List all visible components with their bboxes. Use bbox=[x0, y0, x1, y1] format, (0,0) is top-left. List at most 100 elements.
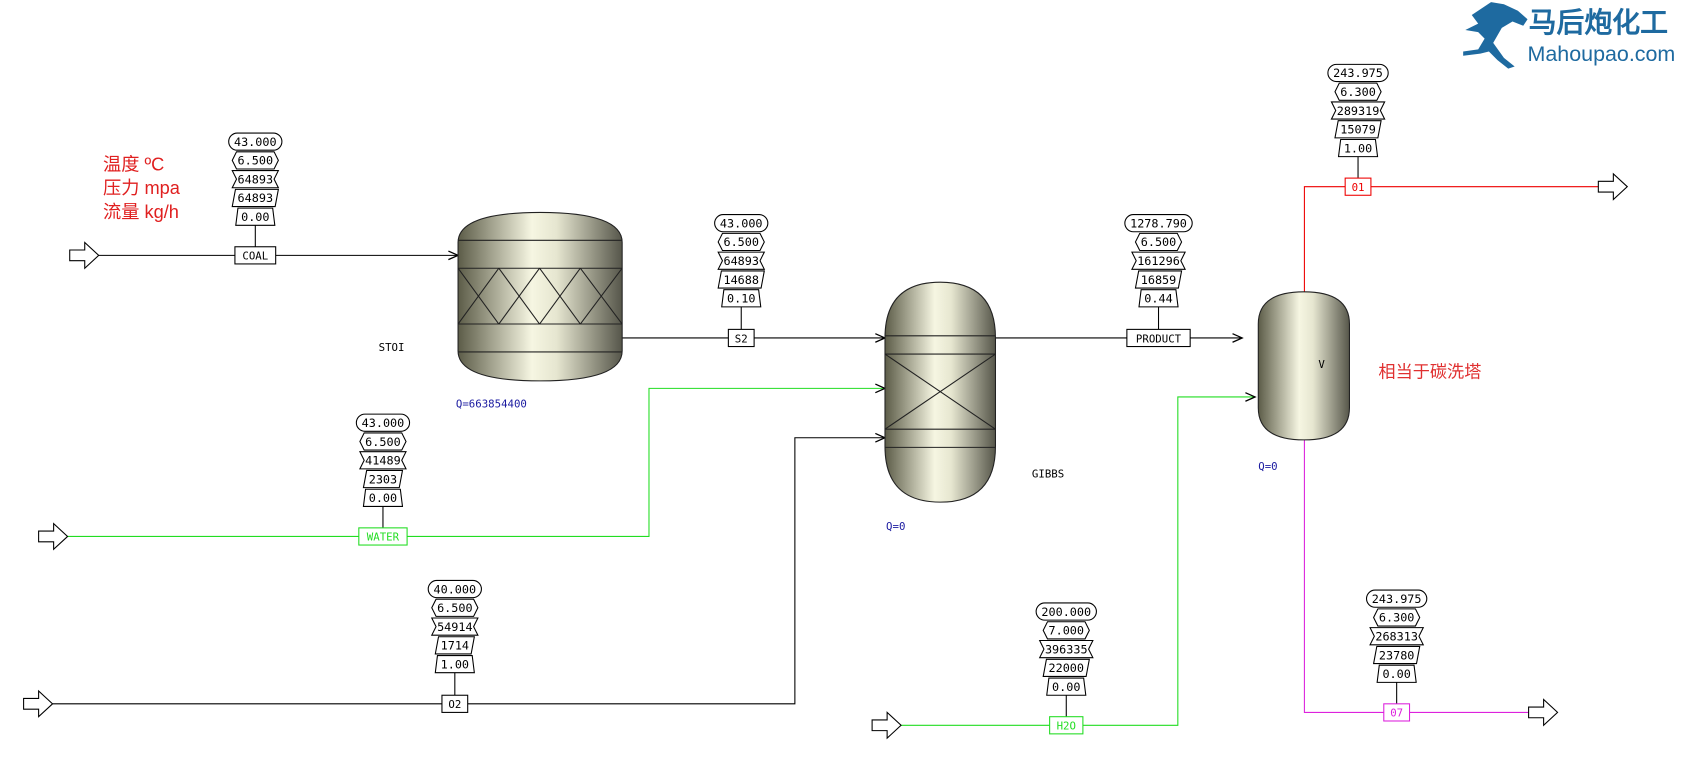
stream-label-box[interactable] bbox=[1383, 703, 1411, 722]
product-arrow-icon[interactable] bbox=[1528, 698, 1559, 727]
stream-line-water[interactable] bbox=[66, 387, 885, 537]
stream-line-07[interactable] bbox=[1303, 439, 1529, 713]
stream-label-box[interactable] bbox=[358, 527, 408, 546]
tag-frame bbox=[717, 251, 766, 270]
tag-frame bbox=[1042, 658, 1090, 678]
stream-label[interactable]: O2 bbox=[448, 698, 461, 711]
vapor-fraction-value: 1.00 bbox=[1344, 141, 1372, 155]
note-carbon-wash-tower: 相当于碳洗塔 bbox=[1378, 362, 1481, 382]
stream-label[interactable]: PRODUCT bbox=[1136, 332, 1182, 345]
tag-frame bbox=[717, 270, 765, 289]
temperature-value: 1278.790 bbox=[1130, 216, 1187, 230]
pressure-value: 6.500 bbox=[365, 435, 401, 449]
block-duty-stoi: Q=663854400 bbox=[456, 398, 527, 411]
pressure-value: 6.300 bbox=[1340, 85, 1376, 99]
tag-frame bbox=[430, 617, 479, 636]
stream-label[interactable]: WATER bbox=[367, 531, 400, 544]
stream-label-box[interactable] bbox=[1049, 716, 1084, 735]
stream-label-box[interactable] bbox=[441, 694, 469, 713]
flash-v-body bbox=[1257, 291, 1350, 441]
mass-flow-value: 396335 bbox=[1045, 642, 1088, 656]
stream-label[interactable]: COAL bbox=[242, 250, 268, 263]
flow-value: 2303 bbox=[369, 472, 397, 486]
stream-line-01[interactable] bbox=[1303, 186, 1599, 296]
flow-value: 64893 bbox=[238, 191, 274, 205]
tag-frame bbox=[434, 655, 475, 674]
pressure-value: 6.500 bbox=[723, 235, 759, 249]
block-duty-gibbs: Q=0 bbox=[886, 520, 905, 533]
temperature-value: 43.000 bbox=[720, 216, 763, 230]
stream-label[interactable]: 01 bbox=[1352, 181, 1365, 194]
feed-arrow-icon[interactable] bbox=[23, 689, 54, 718]
stream-label-box[interactable] bbox=[727, 328, 755, 348]
block-label-v[interactable]: V bbox=[1318, 358, 1325, 371]
vapor-fraction-value: 0.00 bbox=[369, 491, 397, 505]
logo-chinese-text: 马后炮化工 bbox=[1529, 7, 1668, 38]
pressure-value: 6.300 bbox=[1379, 611, 1415, 625]
stream-line-h2o[interactable] bbox=[901, 396, 1256, 726]
tag-frame bbox=[1124, 214, 1193, 233]
legend-temperature: 温度 ºC bbox=[103, 154, 164, 175]
tag-frame bbox=[1334, 120, 1382, 139]
vapor-fraction-value: 0.10 bbox=[727, 292, 755, 306]
temperature-value: 43.000 bbox=[362, 416, 405, 430]
flow-value: 16859 bbox=[1141, 273, 1177, 287]
block-label-gibbs[interactable]: GIBBS bbox=[1032, 467, 1064, 480]
logo-url-text: Mahoupao.com bbox=[1528, 42, 1676, 66]
legend-flow: 流量 kg/h bbox=[103, 201, 179, 222]
pressure-value: 6.500 bbox=[1141, 235, 1177, 249]
stream-label-box[interactable] bbox=[234, 246, 277, 265]
packing-line bbox=[579, 267, 623, 325]
tag-frame bbox=[1372, 645, 1421, 665]
reactor-stoi-body bbox=[457, 211, 623, 382]
stream-tag-07[interactable]: 243.975 6.300 268313 23780 0.00 07 bbox=[1365, 589, 1428, 722]
vapor-fraction-value: 0.00 bbox=[1382, 667, 1410, 681]
tag-frame bbox=[1138, 289, 1179, 308]
tag-frame bbox=[359, 432, 407, 451]
product-arrow-icon[interactable] bbox=[1597, 172, 1629, 201]
tag-frame bbox=[431, 598, 479, 617]
flow-value: 23780 bbox=[1379, 648, 1415, 662]
reactor-stoi[interactable] bbox=[457, 211, 623, 382]
pressure-value: 7.000 bbox=[1049, 624, 1085, 638]
stream-label[interactable]: S2 bbox=[735, 332, 748, 345]
vapor-fraction-value: 0.00 bbox=[241, 210, 269, 224]
temperature-value: 200.000 bbox=[1041, 605, 1091, 619]
feed-arrow-icon[interactable] bbox=[38, 522, 69, 551]
block-label-stoi[interactable]: STOI bbox=[379, 341, 405, 354]
vapor-fraction-value: 0.44 bbox=[1144, 292, 1172, 306]
flash-v[interactable] bbox=[1257, 291, 1350, 441]
stream-label[interactable]: 07 bbox=[1390, 707, 1403, 720]
tag-frame bbox=[1038, 639, 1094, 659]
temperature-value: 43.000 bbox=[234, 135, 277, 149]
flow-value: 22000 bbox=[1049, 661, 1085, 675]
tag-frame bbox=[1376, 664, 1417, 683]
feed-arrow-icon[interactable] bbox=[69, 241, 100, 270]
tag-frame bbox=[231, 151, 279, 170]
tag-frame bbox=[362, 488, 404, 507]
feed-arrow-icon[interactable] bbox=[871, 711, 902, 740]
packing-line bbox=[539, 267, 581, 325]
mahoupao-logo: 马后炮化工 Mahoupao.com bbox=[1463, 2, 1675, 69]
temperature-value: 243.975 bbox=[1372, 592, 1422, 606]
stream-label[interactable]: H2O bbox=[1057, 720, 1076, 733]
mass-flow-value: 268313 bbox=[1375, 630, 1418, 644]
tag-frame bbox=[1134, 232, 1183, 252]
stream-label-box[interactable] bbox=[1344, 177, 1372, 196]
reactor-gibbs[interactable] bbox=[884, 281, 997, 503]
tag-frame bbox=[1372, 608, 1421, 627]
temperature-value: 40.000 bbox=[434, 582, 477, 596]
stream-line-o2[interactable] bbox=[52, 437, 885, 705]
tag-frame bbox=[1134, 270, 1183, 289]
stream-label-box[interactable] bbox=[1126, 328, 1191, 348]
flow-value: 1714 bbox=[441, 639, 469, 653]
tag-frame bbox=[1369, 627, 1425, 646]
